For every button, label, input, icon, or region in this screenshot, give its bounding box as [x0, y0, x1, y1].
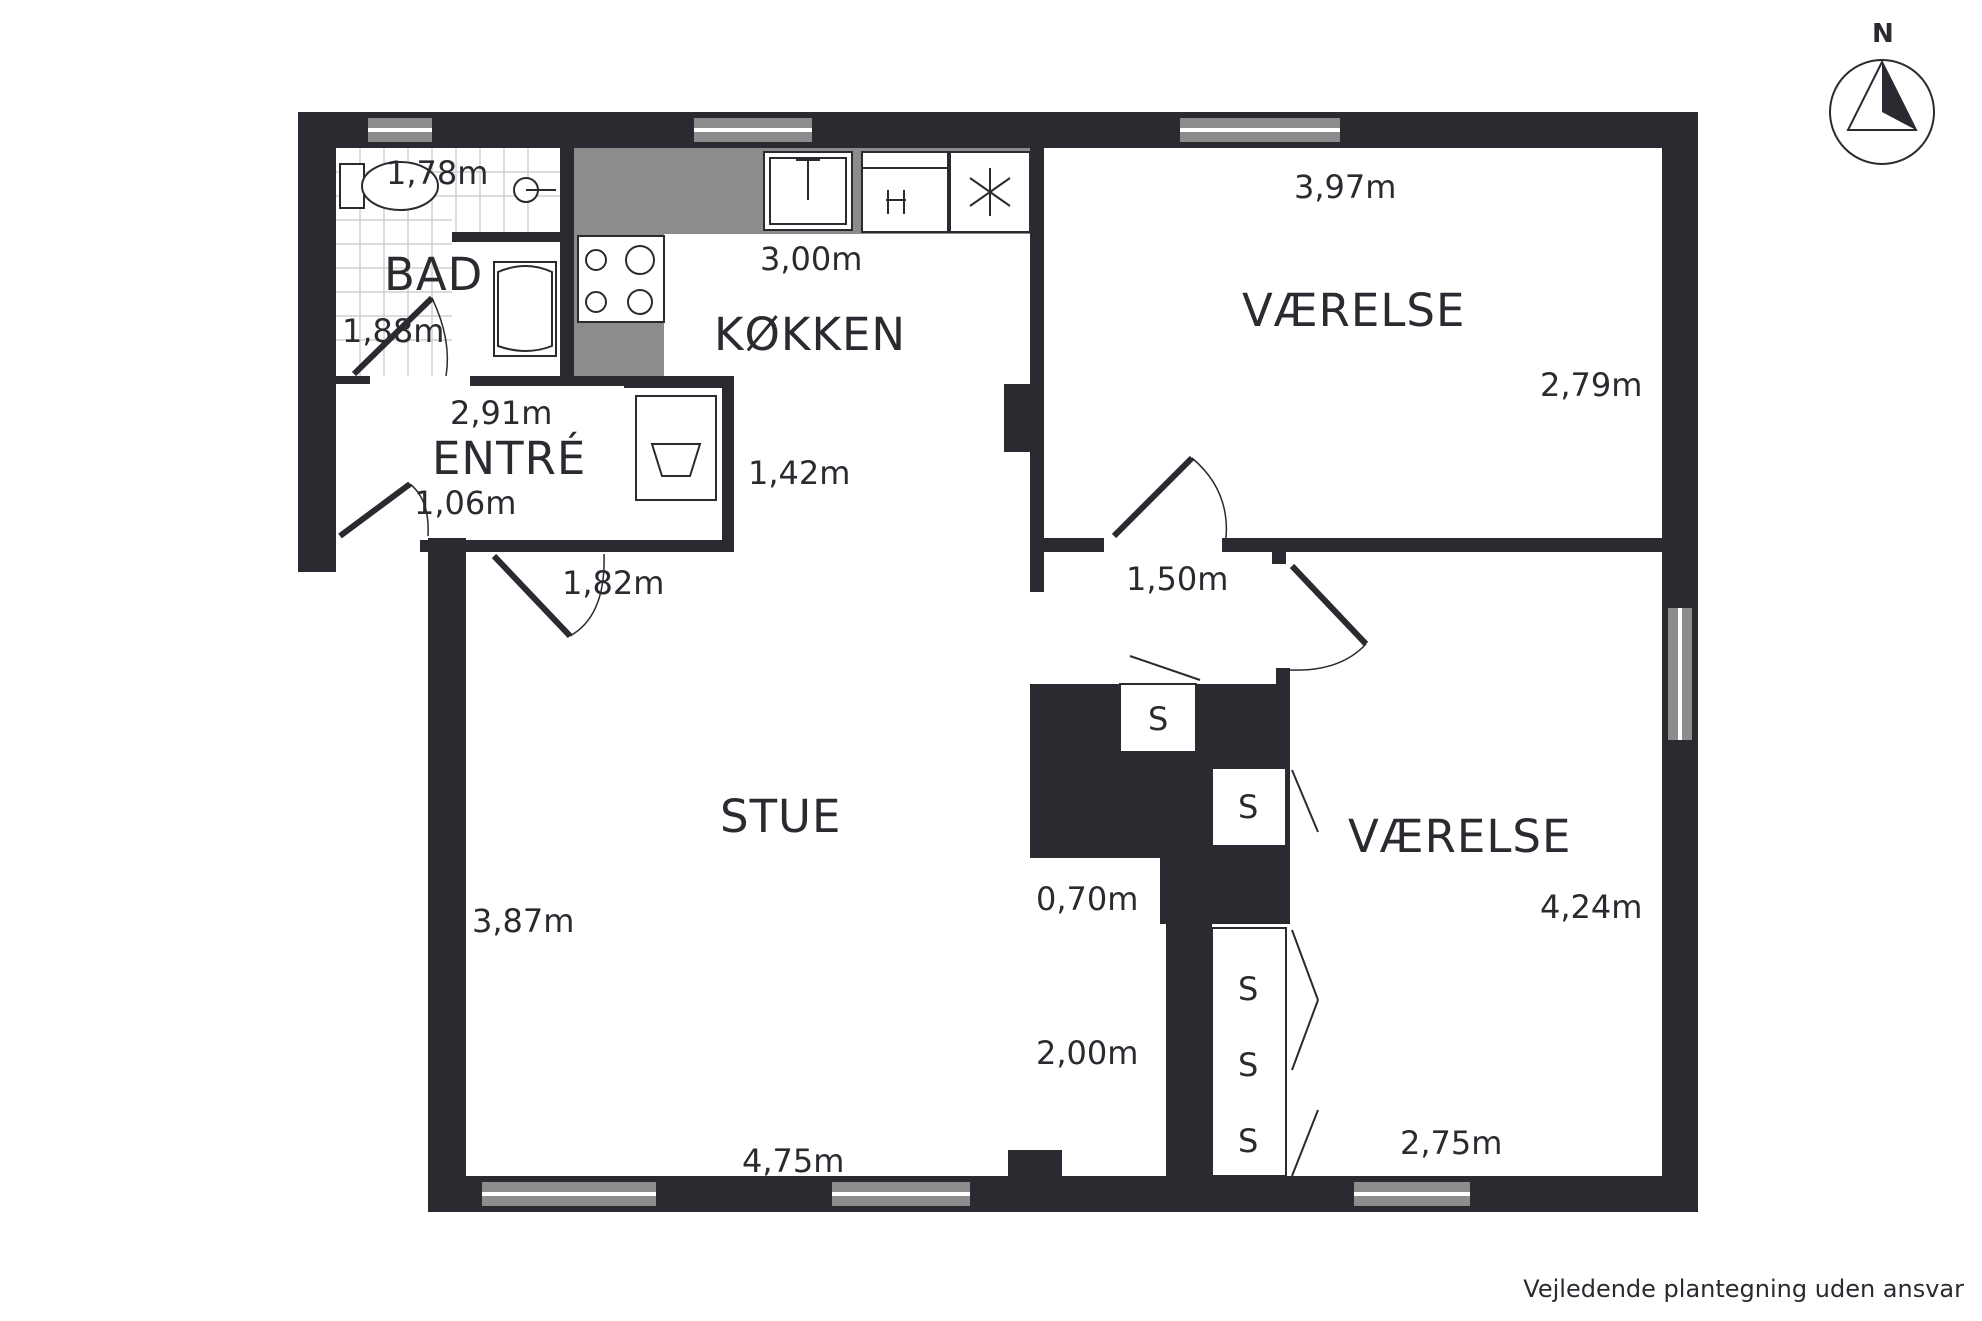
windows [368, 118, 1692, 1206]
dishwasher-icon [861, 151, 949, 233]
dim-stue-width: 4,75m [742, 1142, 844, 1180]
room-labels: BAD KØKKEN ENTRÉ STUE VÆRELSE VÆRELSE [384, 248, 1571, 863]
compass-north-label: N [1872, 19, 1894, 49]
storage-label: S [1238, 1046, 1258, 1084]
freezer-icon [949, 151, 1031, 233]
toilet-icon [339, 161, 439, 211]
dim-kokken-depth: 1,42m [748, 454, 850, 492]
dim-vaerelse1-depth: 2,79m [1540, 366, 1642, 404]
dim-vaerelse1-width: 3,97m [1294, 168, 1396, 206]
dim-entre-width: 2,91m [450, 394, 552, 432]
dim-vaerelse2-depth: 4,24m [1540, 888, 1642, 926]
dim-kokken-width: 3,00m [760, 240, 862, 278]
dim-closet-width: 0,70m [1036, 880, 1138, 918]
dim-hall-gap: 1,50m [1126, 560, 1228, 598]
dim-bad-width: 1,78m [386, 154, 488, 192]
room-label-vaerelse-1: VÆRELSE [1242, 284, 1465, 337]
storage-label: S [1238, 788, 1258, 826]
dim-bad-depth: 1,88m [342, 312, 444, 350]
dim-stue-depth: 3,87m [472, 902, 574, 940]
storage-label: S [1238, 970, 1258, 1008]
storage-label: S [1238, 1122, 1258, 1160]
room-label-vaerelse-2: VÆRELSE [1348, 810, 1571, 863]
stove-icon [577, 235, 665, 323]
room-label-entre: ENTRÉ [432, 432, 586, 485]
compass-icon: N [1829, 19, 1935, 165]
disclaimer-text: Vejledende plantegning uden ansvar [1523, 1275, 1964, 1303]
room-label-bad: BAD [384, 248, 483, 301]
dim-hall-width: 1,82m [562, 564, 664, 602]
storage-units [1119, 655, 1319, 1177]
sink-icon [513, 177, 556, 203]
room-label-stue: STUE [720, 790, 841, 843]
doors [338, 295, 1369, 671]
storage-labels: S S S S S [1148, 700, 1258, 1160]
room-label-kokken: KØKKEN [714, 308, 906, 361]
dim-vaerelse2-width: 2,75m [1400, 1124, 1502, 1162]
storage-label: S [1148, 700, 1168, 738]
washing-machine-icon [635, 395, 717, 501]
dim-stue-lower: 2,00m [1036, 1034, 1138, 1072]
kitchen-sink-icon [763, 151, 853, 231]
bath-sink-icon [493, 261, 557, 357]
dimension-labels: 1,78m 1,88m 3,00m 2,91m 1,06m 1,42m 1,82… [342, 154, 1642, 1180]
dim-entre-depth: 1,06m [414, 484, 516, 522]
